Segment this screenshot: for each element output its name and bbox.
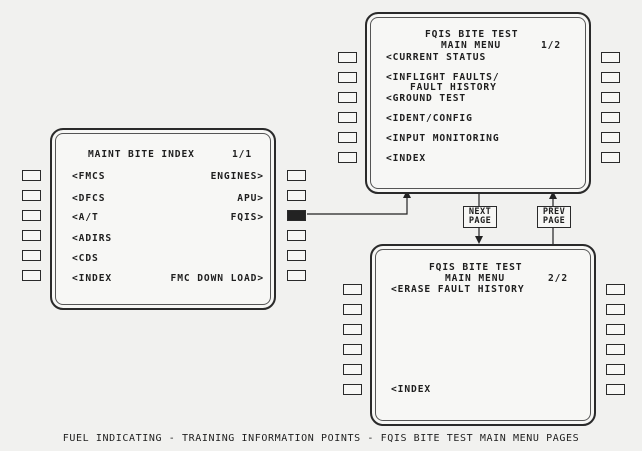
lsk-2r[interactable] — [287, 190, 306, 201]
p1-lsk-5l[interactable] — [338, 132, 357, 143]
p1-lsk-3r[interactable] — [601, 92, 620, 103]
menu-fault-history-line2: FAULT HISTORY — [410, 82, 497, 93]
prev-page-label-2: PAGE — [542, 216, 566, 226]
p2-lsk-3l[interactable] — [343, 324, 362, 335]
fqis-page1-page: 1/2 — [541, 40, 562, 51]
lsk-6l[interactable] — [22, 270, 41, 281]
prev-page-label-1: PREV — [542, 207, 566, 217]
next-page-tag[interactable]: NEXT PAGE — [463, 206, 497, 228]
fqis-link-arrow — [403, 190, 411, 198]
p1-lsk-1l[interactable] — [338, 52, 357, 63]
menu-ground-test[interactable]: <GROUND TEST — [386, 93, 467, 104]
menu-input-monitoring[interactable]: <INPUT MONITORING — [386, 133, 500, 144]
fqis-page2-title: FQIS BITE TEST — [429, 262, 523, 273]
fqis-page2-screen — [370, 244, 596, 426]
p2-lsk-2r[interactable] — [606, 304, 625, 315]
fqis-page1-subtitle: MAIN MENU — [441, 40, 502, 51]
p1-lsk-1r[interactable] — [601, 52, 620, 63]
lsk-5r[interactable] — [287, 250, 306, 261]
lsk-5l[interactable] — [22, 250, 41, 261]
lsk-2l[interactable] — [22, 190, 41, 201]
lsk-1l[interactable] — [22, 170, 41, 181]
lsk-6r[interactable] — [287, 270, 306, 281]
next-page-label-1: NEXT — [468, 207, 492, 217]
menu-fqis[interactable]: FQIS> — [230, 212, 264, 223]
fqis-link-line — [307, 196, 408, 215]
p2-lsk-2l[interactable] — [343, 304, 362, 315]
maint-bite-index-screen — [50, 128, 276, 310]
lsk-4l[interactable] — [22, 230, 41, 241]
lsk-4r[interactable] — [287, 230, 306, 241]
p1-lsk-2l[interactable] — [338, 72, 357, 83]
menu-current-status[interactable]: <CURRENT STATUS — [386, 52, 487, 63]
lsk-3r-fqis-selected[interactable] — [287, 210, 306, 221]
menu-erase-fault-history[interactable]: <ERASE FAULT HISTORY — [391, 284, 525, 295]
menu-fmc-down-load[interactable]: FMC DOWN LOAD> — [170, 273, 264, 284]
p1-lsk-6r[interactable] — [601, 152, 620, 163]
fqis-page1-title: FQIS BITE TEST — [425, 29, 519, 40]
p1-lsk-2r[interactable] — [601, 72, 620, 83]
p2-lsk-3r[interactable] — [606, 324, 625, 335]
menu-at[interactable]: <A/T — [72, 212, 99, 223]
menu-cds[interactable]: <CDS — [72, 253, 99, 264]
p1-lsk-3l[interactable] — [338, 92, 357, 103]
fqis-page1-screen — [365, 12, 591, 194]
p2-lsk-5l[interactable] — [343, 364, 362, 375]
menu-apu[interactable]: APU> — [237, 193, 264, 204]
next-page-arrow — [475, 236, 483, 244]
fqis-page2-subtitle: MAIN MENU — [445, 273, 506, 284]
menu-fmcs[interactable]: <FMCS — [72, 171, 106, 182]
p2-lsk-1r[interactable] — [606, 284, 625, 295]
menu-index-page2[interactable]: <INDEX — [391, 384, 432, 395]
p1-lsk-4r[interactable] — [601, 112, 620, 123]
p2-lsk-1l[interactable] — [343, 284, 362, 295]
p2-lsk-6r[interactable] — [606, 384, 625, 395]
prev-page-arrow — [549, 191, 557, 199]
lsk-3l[interactable] — [22, 210, 41, 221]
fqis-page2-page: 2/2 — [548, 273, 569, 284]
p2-lsk-6l[interactable] — [343, 384, 362, 395]
menu-adirs[interactable]: <ADIRS — [72, 233, 113, 244]
menu-ident-config[interactable]: <IDENT/CONFIG — [386, 113, 473, 124]
next-page-label-2: PAGE — [468, 216, 492, 226]
menu-engines[interactable]: ENGINES> — [210, 171, 264, 182]
p2-lsk-4l[interactable] — [343, 344, 362, 355]
prev-page-tag[interactable]: PREV PAGE — [537, 206, 571, 228]
menu-index[interactable]: <INDEX — [72, 273, 113, 284]
menu-inflight-faults[interactable]: <INFLIGHT FAULTS/ — [386, 72, 500, 83]
maint-index-page: 1/1 — [232, 149, 253, 160]
p1-lsk-5r[interactable] — [601, 132, 620, 143]
menu-dfcs[interactable]: <DFCS — [72, 193, 106, 204]
figure-caption: FUEL INDICATING - TRAINING INFORMATION P… — [62, 433, 580, 444]
lsk-1r[interactable] — [287, 170, 306, 181]
maint-index-title: MAINT BITE INDEX — [88, 149, 195, 160]
p2-lsk-4r[interactable] — [606, 344, 625, 355]
p1-lsk-6l[interactable] — [338, 152, 357, 163]
menu-index-page1[interactable]: <INDEX — [386, 153, 427, 164]
p2-lsk-5r[interactable] — [606, 364, 625, 375]
p1-lsk-4l[interactable] — [338, 112, 357, 123]
